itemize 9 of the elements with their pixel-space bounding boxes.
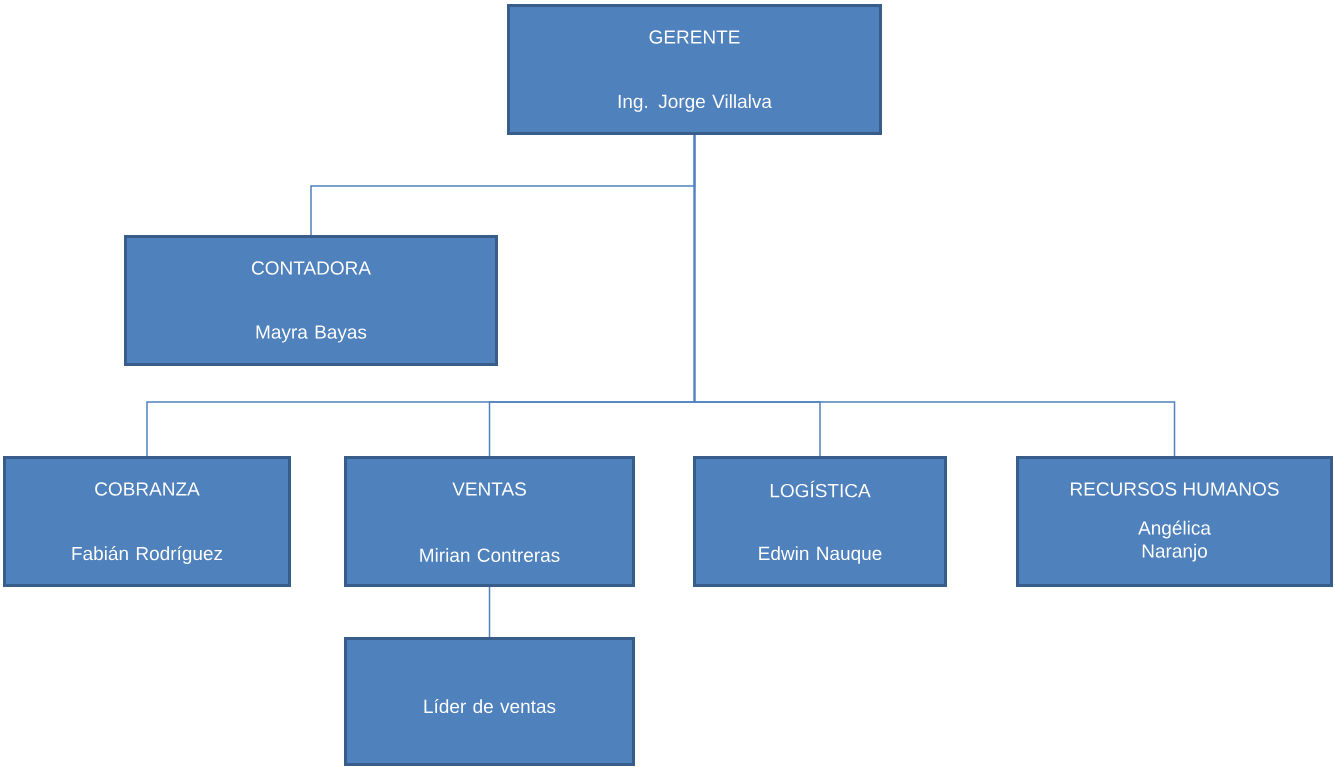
org-box: CONTADORA Mayra Bayas [124,235,498,366]
org-box: LOGÍSTICA Edwin Nauque [693,456,947,587]
org-box: RECURSOS HUMANOS Angélica Naranjo [1016,456,1333,587]
connector-line [693,134,1176,457]
org-box: VENTAS Mirian Contreras [344,456,635,587]
org-box: COBRANZA Fabián Rodríguez [3,456,291,587]
org-box: GERENTE Ing. Jorge Villalva [507,4,882,135]
org-box: Líder de ventas [344,637,635,766]
connector-line [488,586,491,638]
